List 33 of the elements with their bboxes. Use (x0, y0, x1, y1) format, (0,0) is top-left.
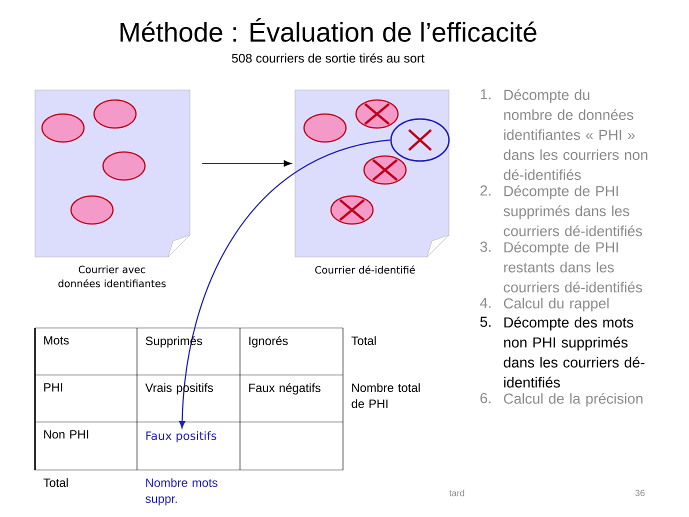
subtitle: 508 courriers de sortie tirés au sort (232, 53, 424, 63)
list-item: Calcul de la précision (504, 392, 642, 407)
list-item: Décompte de PHI supprimés dans les courriers dé-identifiés (504, 185, 642, 236)
table-cell-text: Nombre total de PHI (352, 383, 420, 408)
document-drawing (294, 90, 450, 258)
table-cell-text: Total (43, 478, 68, 487)
arrow (202, 160, 292, 167)
document-drawing (34, 90, 190, 258)
list-number: 4. (480, 298, 490, 308)
document-caption: Courrier dé-identifié (315, 266, 415, 274)
list-number: 6. (480, 392, 490, 404)
table-cell-text: Nombre mots suppr. (146, 478, 218, 506)
footer-text: tard (449, 490, 464, 496)
list-number: 5. (480, 316, 490, 327)
table-cell-text: PHI (44, 383, 62, 392)
page-number: 36 (635, 490, 645, 496)
list-item: Calcul du rappel (504, 298, 609, 312)
table-cell-text: Mots (44, 336, 69, 345)
highlight-circle (390, 118, 450, 162)
table-cell-text: Ignorés (249, 336, 288, 348)
title: Méthode : Évaluation de l’efficacité (120, 18, 536, 42)
list-item: Décompte des mots non PHI supprimés dans les courriers dé-identifiés (504, 316, 644, 388)
list-item: Décompte du nombre de données identifiantes « PHI » dans les courriers non dé-identifiés (504, 89, 648, 180)
arrow (179, 139, 390, 428)
list-number: 1. (480, 89, 490, 100)
list-item: Décompte de PHI restants dans les courriers dé-identifiés (504, 242, 642, 292)
table-cell-text: Faux négatifs (249, 383, 320, 395)
document-caption: Courrier avec données identifiantes (58, 266, 166, 288)
table-cell-text: Non PHI (44, 430, 88, 439)
table-cell-text: Total (351, 336, 376, 345)
list-number: 3. (480, 242, 490, 252)
list-number: 2. (480, 185, 490, 196)
table-cell-text: Faux positifs (146, 431, 216, 442)
